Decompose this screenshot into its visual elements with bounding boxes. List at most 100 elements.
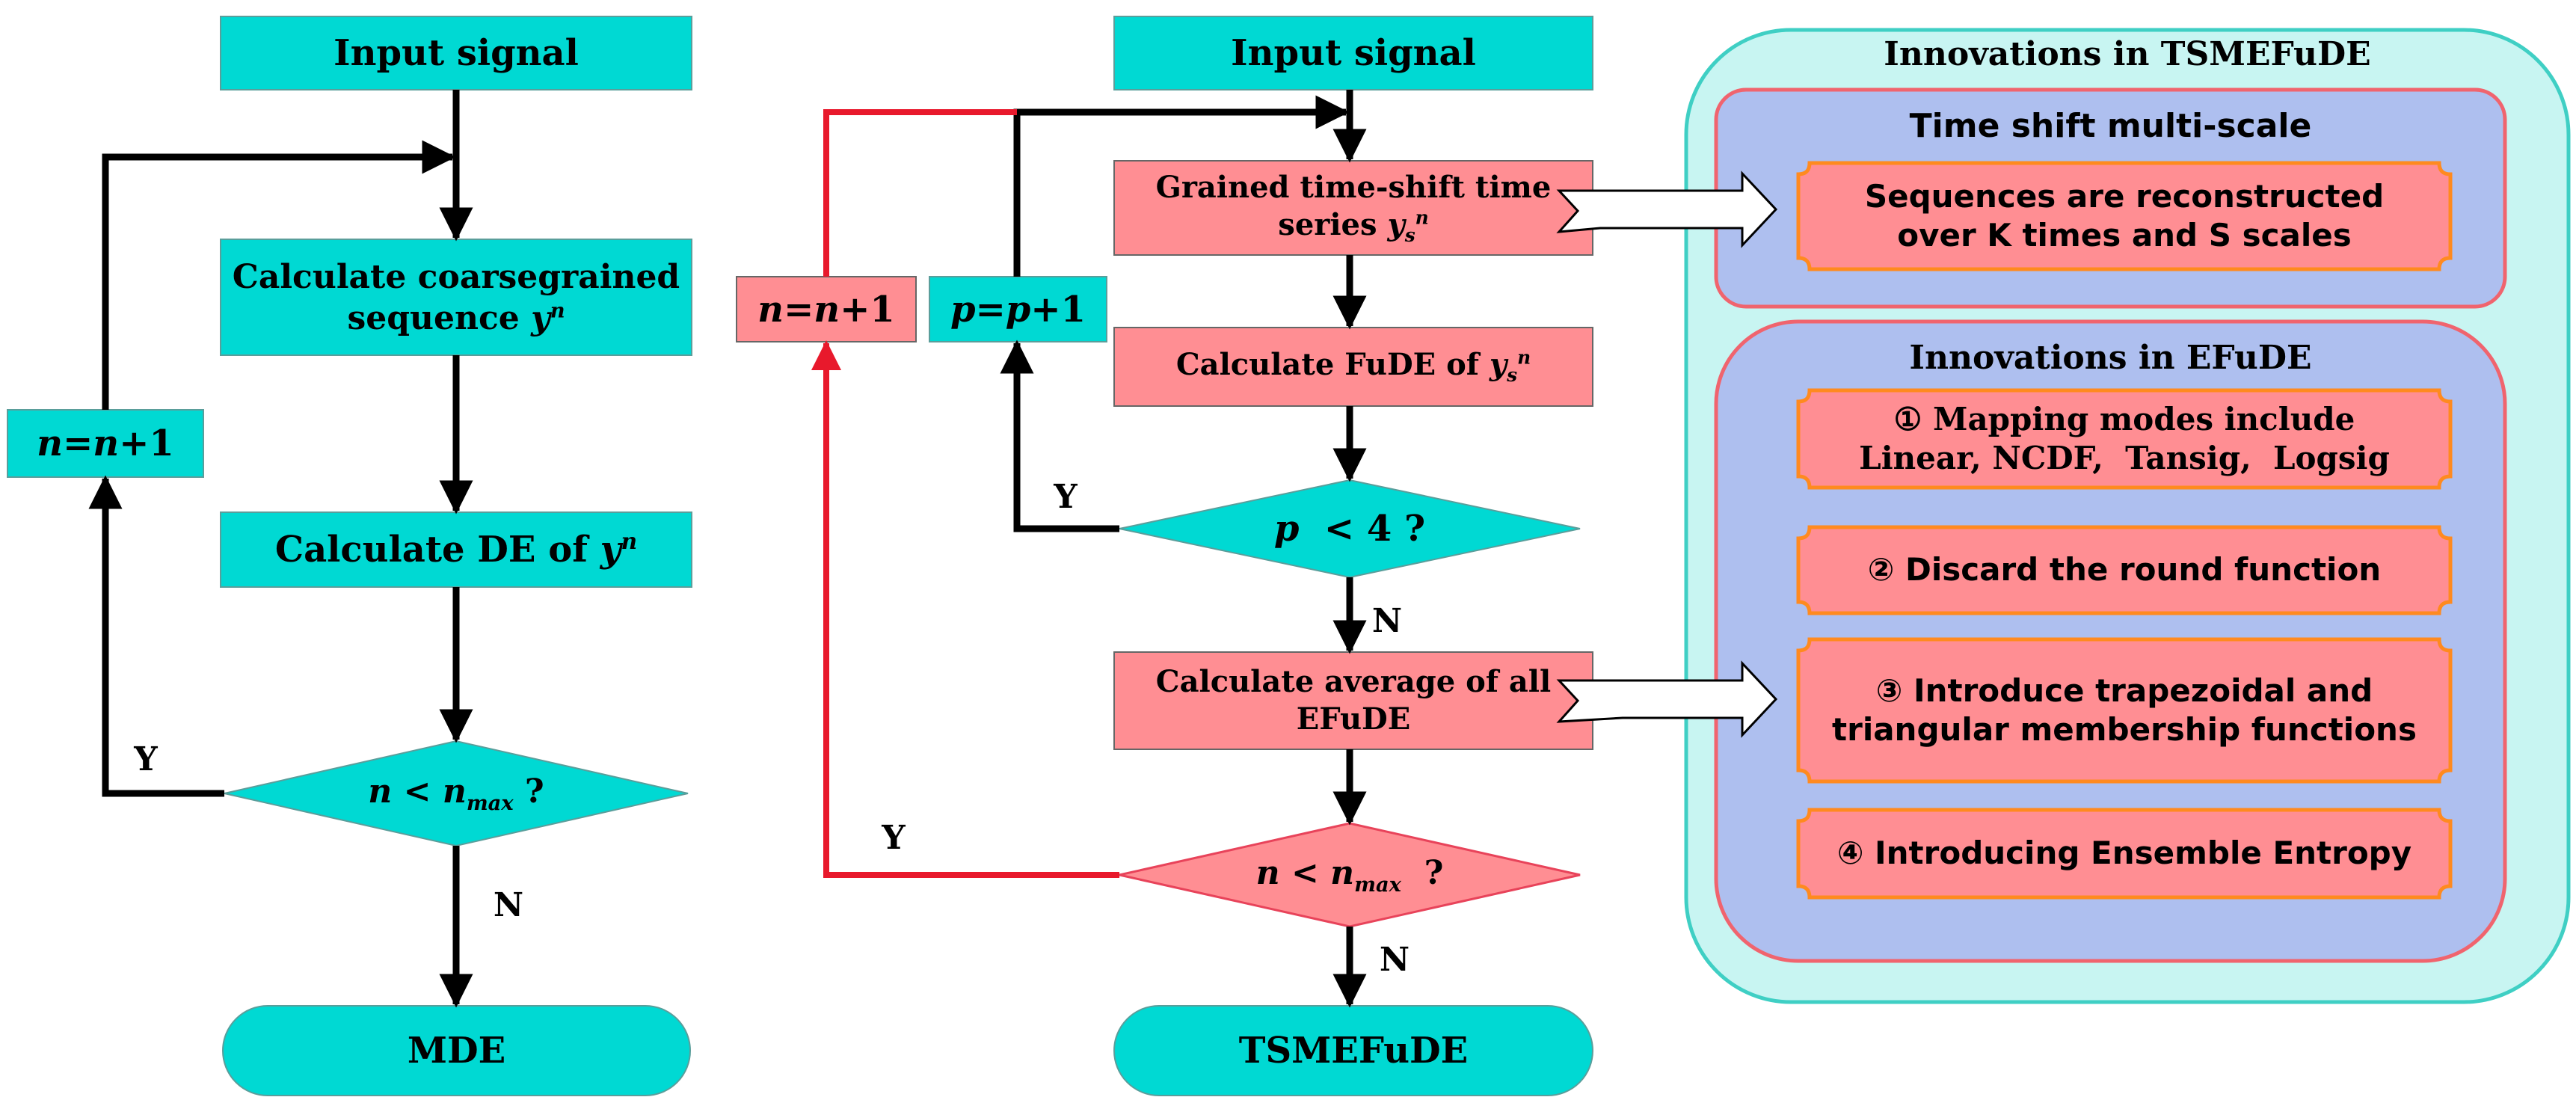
middle-n-counter-n2: n bbox=[814, 288, 840, 331]
left-counter-plus: +1 bbox=[119, 423, 174, 464]
left-coarse-line-2: sequence yn bbox=[347, 298, 565, 339]
left-decision-text: n < nmax ? bbox=[368, 771, 544, 816]
left-counter-text: n=n+1 bbox=[37, 421, 174, 466]
middle-fude-label: Calculate FuDE of ysn bbox=[1114, 328, 1593, 406]
innovations-title-text: Innovations in TSMEFuDE bbox=[1884, 34, 2371, 73]
efude-item-4-label: ④ Introducing Ensemble Entropy bbox=[1798, 810, 2450, 897]
left-de-text: Calculate DE of yn bbox=[275, 527, 637, 572]
middle-grained-label: Grained time-shift time series ysn bbox=[1114, 161, 1593, 255]
efude-item-2-card bbox=[1796, 525, 2453, 615]
middle-grained-line-1: Grained time-shift time bbox=[1155, 169, 1552, 205]
middle-n-decision-n: n bbox=[1255, 854, 1280, 893]
left-input-label: Input signal bbox=[221, 16, 692, 90]
left-counter-n2: n bbox=[93, 423, 120, 464]
time-shift-card bbox=[1796, 161, 2453, 271]
middle-p-decision-diamond bbox=[1119, 479, 1581, 579]
middle-n-decision-diamond bbox=[1119, 822, 1581, 928]
efude-item-1-line-2: Linear, NCDF, Tansig, Logsig bbox=[1859, 440, 2390, 476]
efude-item-4-text: ④ Introducing Ensemble Entropy bbox=[1836, 835, 2412, 872]
middle-yes-n-text: Y bbox=[882, 818, 906, 857]
middle-input-label: Input signal bbox=[1114, 16, 1593, 90]
left-output-label: MDE bbox=[223, 1006, 690, 1096]
left-decision-label: n < nmax ? bbox=[284, 764, 628, 823]
middle-p-counter-label: p=p+1 bbox=[929, 277, 1107, 342]
left-de-label: Calculate DE of yn bbox=[221, 512, 692, 587]
middle-fude-prefix: Calculate FuDE of bbox=[1175, 347, 1479, 382]
middle-yes-n-label: Y bbox=[867, 815, 920, 860]
left-decision-q: ? bbox=[513, 772, 544, 811]
middle-yes-p-label: Y bbox=[1039, 474, 1092, 519]
middle-grained-sub: s bbox=[1404, 224, 1415, 246]
middle-grained-box bbox=[1113, 160, 1593, 256]
time-shift-line-2: over K times and S scales bbox=[1897, 217, 2352, 254]
left-no-text: N bbox=[493, 885, 524, 924]
efude-item-2-label: ② Discard the round function bbox=[1798, 527, 2450, 613]
middle-fude-text: Calculate FuDE of ysn bbox=[1176, 346, 1531, 387]
left-decision-diamond bbox=[224, 740, 689, 847]
middle-average-line-2: EFuDE bbox=[1296, 701, 1411, 737]
middle-p-counter-eq: = bbox=[975, 288, 1006, 331]
middle-grained-line-2: series ysn bbox=[1278, 206, 1428, 248]
middle-no-p-text: N bbox=[1371, 601, 1403, 640]
middle-grained-sup: n bbox=[1415, 206, 1429, 229]
middle-n-counter-label: n=n+1 bbox=[737, 277, 916, 342]
middle-fude-sup: n bbox=[1517, 346, 1531, 369]
left-de-prefix: Calculate DE of bbox=[274, 529, 588, 571]
time-shift-line-1: Sequences are reconstructed bbox=[1864, 177, 2385, 215]
left-de-box bbox=[220, 511, 692, 588]
middle-no-p-label: N bbox=[1361, 598, 1413, 643]
left-decision-nmax: n bbox=[442, 772, 467, 811]
middle-p-counter-text: p=p+1 bbox=[950, 287, 1086, 332]
middle-average-line-1: Calculate average of all bbox=[1155, 664, 1552, 699]
middle-output-label: TSMEFuDE bbox=[1114, 1006, 1593, 1096]
middle-yes-p-text: Y bbox=[1054, 477, 1078, 516]
left-counter-n: n bbox=[37, 423, 64, 464]
middle-n-decision-nmax: n bbox=[1330, 854, 1355, 893]
middle-p-counter-p2: p bbox=[1005, 288, 1031, 331]
efude-title: Innovations in EFuDE bbox=[1716, 333, 2505, 382]
middle-p-decision-label: p < 4 ? bbox=[1181, 499, 1518, 559]
middle-n-decision-label: n < nmax ? bbox=[1178, 845, 1522, 905]
left-counter-box bbox=[7, 409, 204, 478]
middle-n-counter-eq: = bbox=[784, 288, 814, 331]
middle-n-decision-q: ? bbox=[1401, 854, 1444, 893]
left-decision-n: n bbox=[368, 772, 393, 811]
middle-input-text: Input signal bbox=[1231, 32, 1476, 74]
callout-arrow-time-shift bbox=[1556, 170, 1778, 248]
left-input-text: Input signal bbox=[333, 32, 579, 74]
middle-n-counter-n: n bbox=[757, 288, 784, 331]
left-coarse-line-2-text: sequence bbox=[347, 298, 520, 337]
left-coarse-line-1: Calculate coarsegrained bbox=[232, 257, 680, 296]
efude-item-3-card bbox=[1796, 637, 2453, 784]
left-counter-label: n=n+1 bbox=[7, 410, 203, 477]
middle-n-decision-text: n < nmax ? bbox=[1256, 852, 1444, 897]
middle-fude-var: y bbox=[1489, 347, 1507, 382]
middle-output-text: TSMEFuDE bbox=[1238, 1030, 1469, 1072]
efude-title-text: Innovations in EFuDE bbox=[1909, 338, 2312, 377]
middle-n-decision-lt: < bbox=[1279, 854, 1331, 893]
left-yes-label: Y bbox=[120, 737, 172, 781]
efude-item-1-line-1: ① Mapping modes include bbox=[1893, 400, 2355, 437]
middle-input-box bbox=[1113, 16, 1593, 90]
efude-item-3-line-2: triangular membership functions bbox=[1832, 711, 2417, 748]
left-coarse-label: Calculate coarsegrained sequence yn bbox=[221, 239, 692, 355]
left-connectors bbox=[88, 90, 473, 1008]
middle-p-decision-text: p < 4 ? bbox=[1274, 506, 1425, 551]
left-counter-eq: = bbox=[63, 423, 93, 464]
left-de-var: y bbox=[600, 529, 621, 571]
efude-item-1-card bbox=[1796, 388, 2453, 490]
left-input-box bbox=[220, 16, 692, 90]
middle-p-decision-p: p bbox=[1273, 508, 1300, 550]
efude-item-3-label: ③ Introduce trapezoidal and triangular m… bbox=[1798, 639, 2450, 781]
middle-n-decision-sub: max bbox=[1354, 872, 1401, 897]
callout-arrow-average bbox=[1556, 660, 1778, 738]
middle-fude-sub: s bbox=[1507, 364, 1518, 386]
middle-p-counter-p: p bbox=[950, 288, 976, 331]
middle-n-counter-text: n=n+1 bbox=[757, 287, 895, 332]
time-shift-card-label: Sequences are reconstructed over K times… bbox=[1798, 163, 2450, 269]
efude-item-4-card bbox=[1796, 808, 2453, 900]
middle-p-counter-plus: +1 bbox=[1030, 288, 1086, 331]
middle-p-decision-rest: < 4 ? bbox=[1299, 508, 1426, 550]
left-no-label: N bbox=[482, 882, 535, 927]
